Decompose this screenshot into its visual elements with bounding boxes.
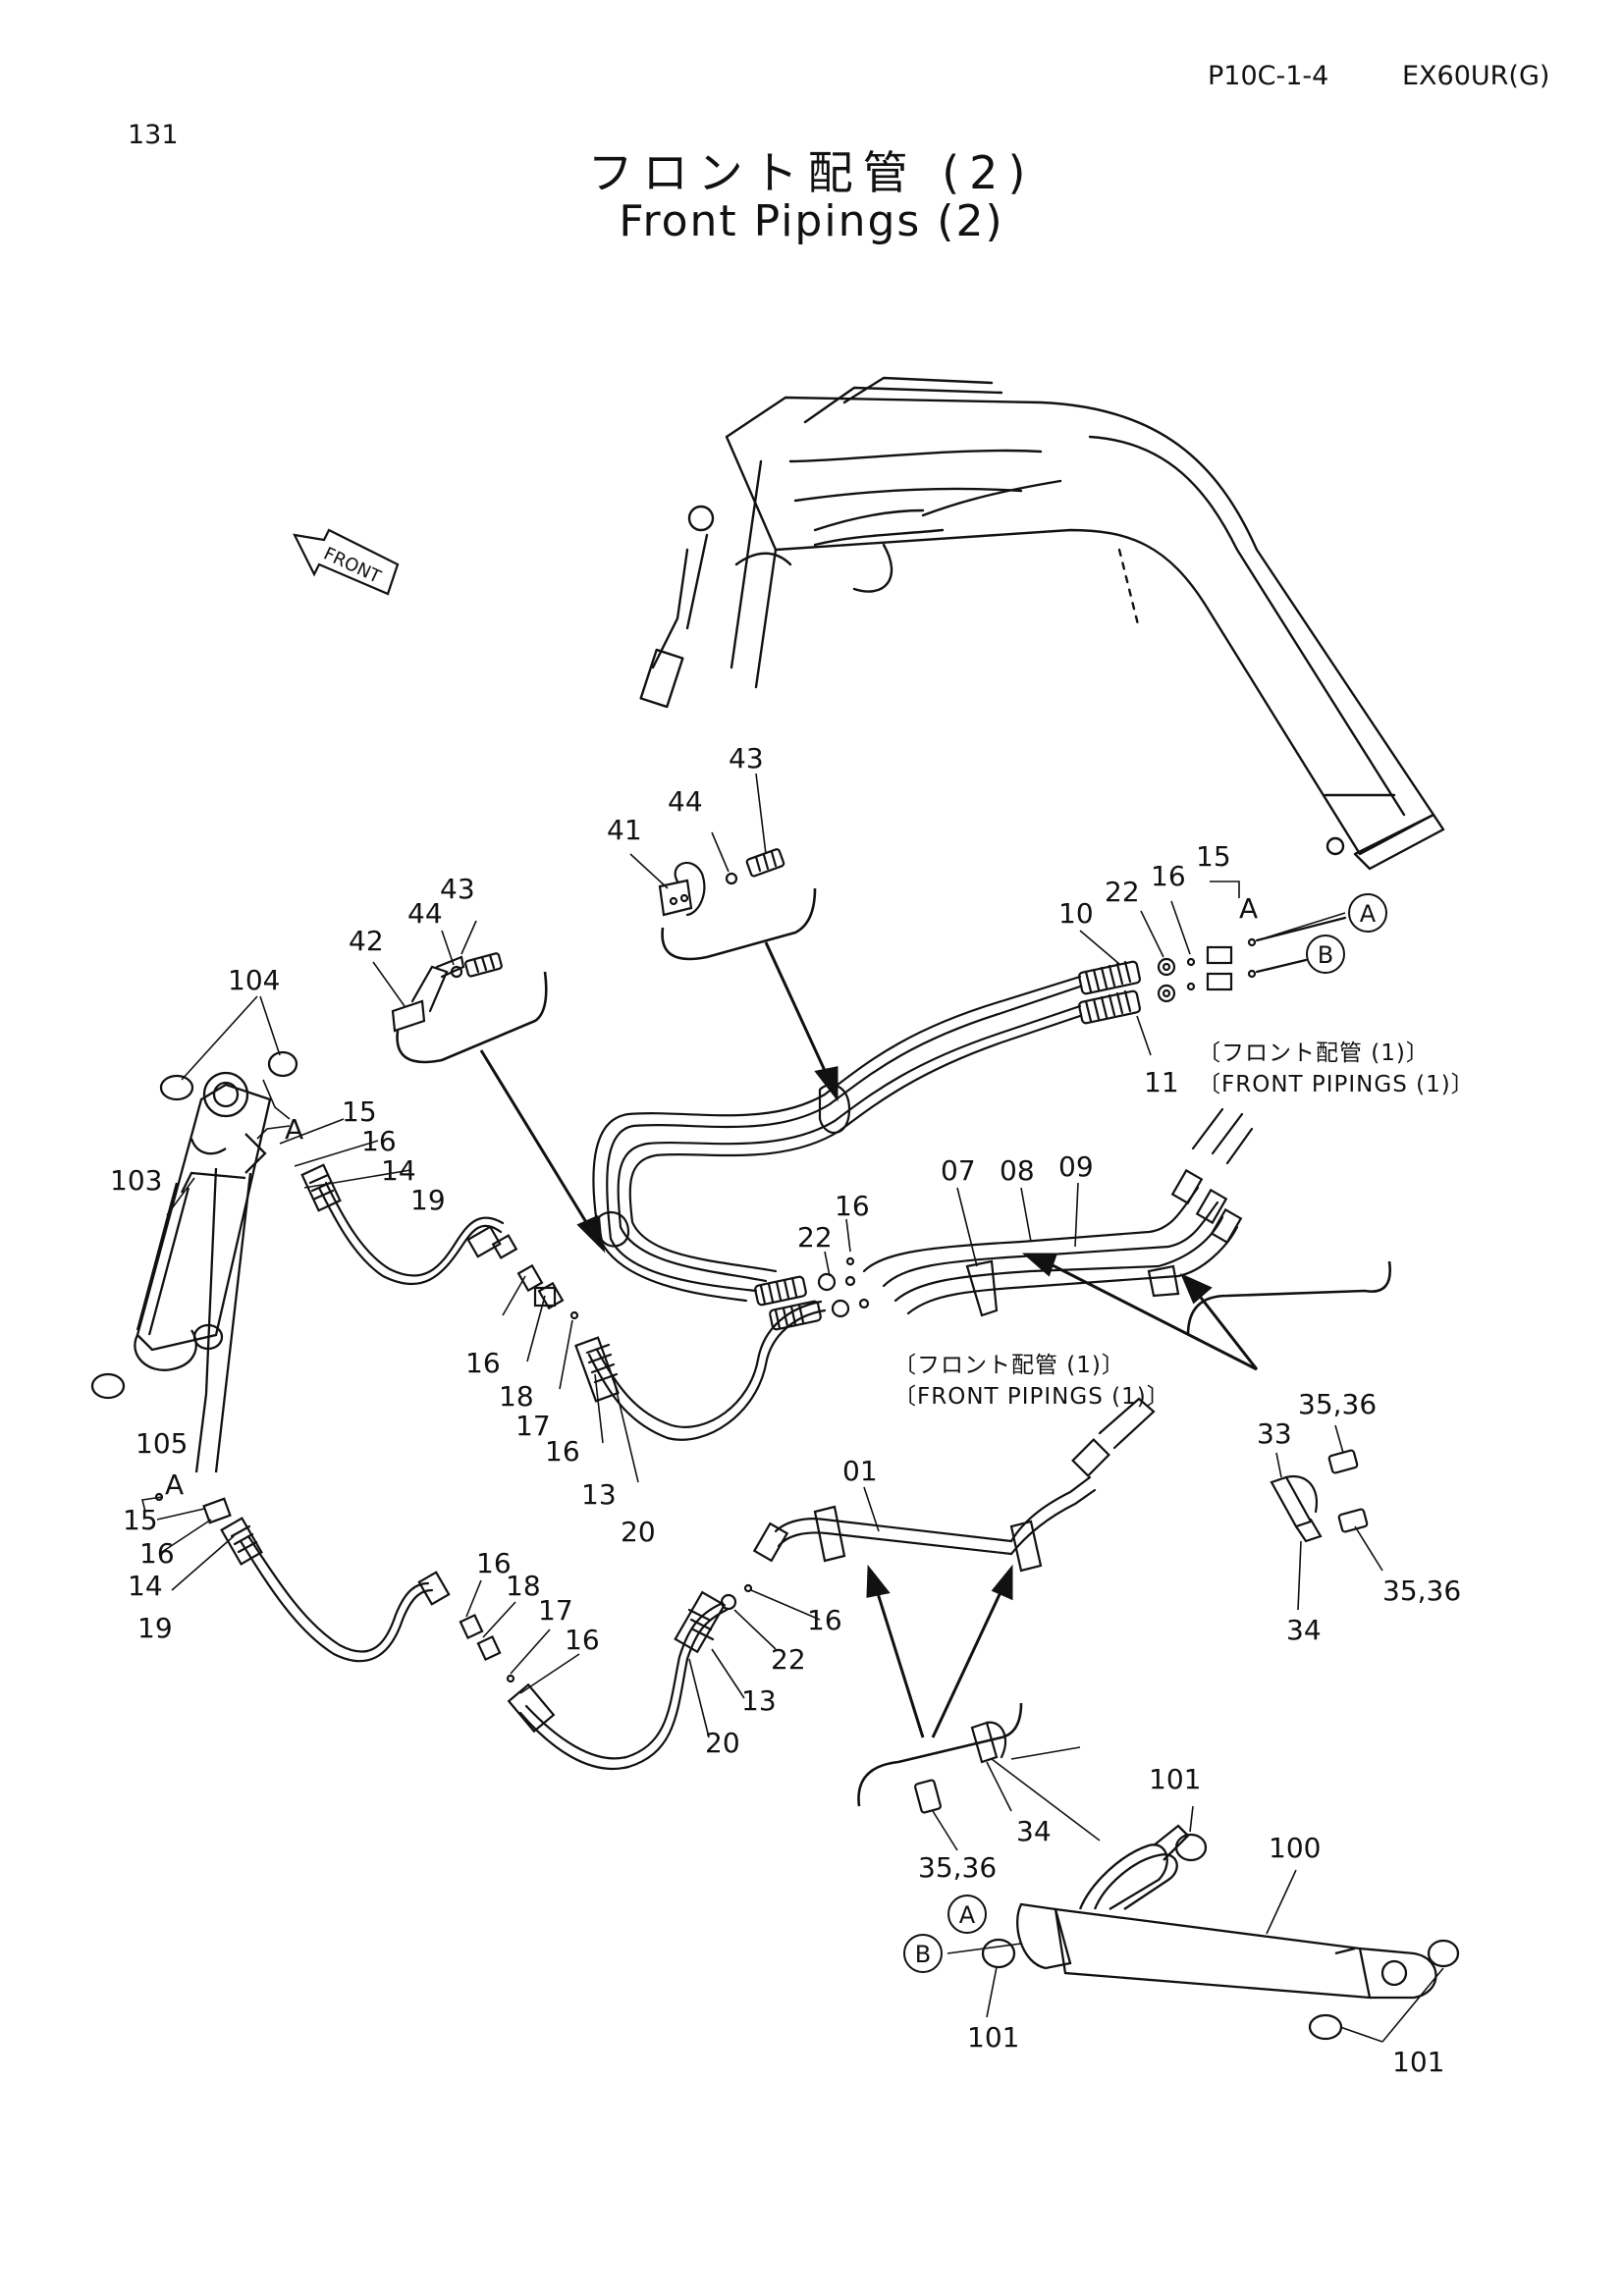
part-label: 101 [967, 2021, 1019, 2054]
callout-b-lower: B [915, 1941, 931, 1968]
detail-brackets [396, 887, 1392, 1807]
callout-b-upper: B [1318, 941, 1333, 969]
detail-bracket-34 [857, 1702, 1023, 1807]
reference-upper-japanese: 〔フロント配管 (1)〕 [1198, 1041, 1430, 1066]
part-label: 16 [361, 1125, 397, 1157]
part-label: 14 [128, 1570, 163, 1602]
part-label: 17 [538, 1594, 573, 1627]
part-label: 35,36 [1382, 1575, 1461, 1607]
part-label: A [285, 1113, 303, 1146]
part-label: 35,36 [918, 1851, 997, 1884]
detail-bracket-33 [1186, 1260, 1392, 1336]
part-label: 16 [565, 1624, 600, 1656]
part-label: 101 [1149, 1763, 1201, 1795]
part-label: 42 [349, 925, 384, 957]
callout-a-upper: A [1360, 900, 1377, 928]
part-label: 41 [607, 814, 642, 846]
page-number: 131 [128, 120, 179, 150]
part-label: 19 [137, 1612, 173, 1644]
part-label: 15 [342, 1095, 377, 1128]
connection-callouts [903, 893, 1387, 1973]
boom-illustration [639, 376, 1445, 871]
part-label: 16 [139, 1537, 175, 1570]
front-direction-arrow: FRONT [293, 528, 400, 596]
detail-bracket-41 [661, 887, 817, 961]
part-label: 22 [771, 1643, 806, 1676]
front-arrow-label: FRONT [320, 544, 385, 588]
title-english: Front Pipings (2) [619, 196, 1004, 246]
part-label: 105 [135, 1427, 188, 1460]
part-label: 17 [515, 1410, 551, 1442]
part-label: 34 [1286, 1614, 1322, 1646]
part-label: 44 [407, 897, 443, 930]
part-label: 14 [381, 1154, 416, 1187]
part-label: 08 [1000, 1154, 1035, 1187]
part-label: 11 [1144, 1066, 1179, 1098]
model-number: EX60UR(G) [1402, 61, 1550, 91]
part-label: 44 [668, 785, 703, 818]
part-label: A [1239, 892, 1258, 925]
part-label: 16 [807, 1604, 842, 1636]
part-label: 22 [1105, 876, 1140, 908]
part-label: 43 [440, 873, 475, 905]
part-label: 18 [506, 1570, 541, 1602]
part-label: 100 [1269, 1832, 1321, 1864]
part-label: A [165, 1468, 184, 1501]
part-labels: 43 44 41 43 44 42 10 22 16 15 A 11 104 A… [110, 742, 1461, 2078]
part-label: 15 [123, 1504, 158, 1536]
leader-lines [141, 773, 1444, 2043]
part-label: 22 [797, 1221, 833, 1254]
reference-upper-english: 〔FRONT PIPINGS (1)〕 [1198, 1072, 1475, 1097]
detail-bracket-42 [396, 971, 548, 1064]
part-label: 16 [465, 1347, 501, 1379]
reference-lower-japanese: 〔フロント配管 (1)〕 [893, 1353, 1125, 1378]
part-label: 13 [581, 1478, 617, 1511]
part-label: 09 [1058, 1150, 1094, 1183]
title-japanese: フロント配管 (2) [587, 146, 1036, 199]
cylinders [90, 1050, 1460, 2041]
part-label: 16 [476, 1547, 512, 1579]
page-code: P10C-1-4 [1208, 61, 1329, 91]
part-label: 34 [1016, 1815, 1052, 1847]
part-label: 10 [1058, 897, 1094, 930]
part-label: 20 [621, 1516, 656, 1548]
hoses-and-pipes [154, 848, 1369, 1814]
part-label: 33 [1257, 1417, 1292, 1450]
part-label: 43 [729, 742, 764, 774]
part-label: 35,36 [1298, 1388, 1377, 1420]
part-label: 101 [1392, 2046, 1444, 2078]
part-label: 16 [545, 1435, 580, 1468]
part-label: 18 [499, 1380, 534, 1413]
part-label: 19 [410, 1184, 446, 1216]
part-label: 104 [228, 964, 280, 996]
part-label: 07 [941, 1154, 976, 1187]
part-label: 01 [842, 1455, 878, 1487]
part-label: 103 [110, 1164, 162, 1197]
part-label: 20 [705, 1727, 740, 1759]
reference-lower-english: 〔FRONT PIPINGS (1)〕 [893, 1384, 1170, 1410]
callout-a-lower: A [959, 1901, 976, 1929]
part-label: 16 [835, 1190, 870, 1222]
part-label: 15 [1196, 840, 1231, 873]
part-label: 16 [1151, 860, 1186, 892]
part-label: 13 [741, 1684, 777, 1717]
